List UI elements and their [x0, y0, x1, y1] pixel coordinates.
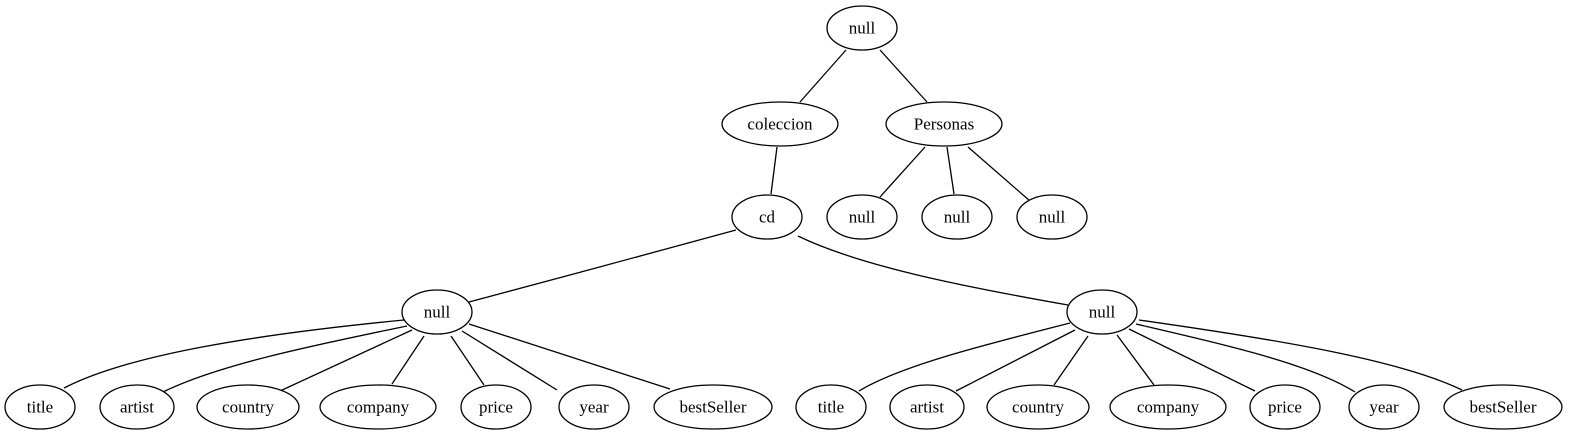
nodes: null coleccion Personas cd null null nul…: [4, 5, 1563, 430]
edge-null-right-country: [1053, 335, 1089, 386]
node-label: null: [1089, 303, 1116, 322]
node-left-title: title: [4, 384, 76, 430]
node-label: null: [849, 208, 876, 227]
node-label: coleccion: [747, 115, 813, 134]
node-personas-null-2: null: [921, 194, 993, 240]
node-left-country: country: [196, 384, 300, 430]
edge-root-coleccion: [799, 49, 847, 103]
node-label: company: [1137, 398, 1200, 417]
node-label: price: [479, 398, 513, 417]
node-label: null: [849, 19, 876, 38]
node-cd-null-left: null: [401, 289, 473, 335]
edge-coleccion-cd: [770, 146, 778, 195]
node-left-artist: artist: [99, 384, 175, 430]
node-left-company: company: [319, 384, 437, 430]
node-cd-null-right: null: [1066, 289, 1138, 335]
node-label: price: [1268, 398, 1302, 417]
node-label: company: [347, 398, 410, 417]
edge-null-right-company: [1116, 334, 1155, 386]
edges: [63, 49, 1463, 393]
node-label: artist: [120, 398, 154, 417]
edge-null-right-title: [858, 322, 1071, 392]
node-personas: Personas: [885, 101, 1003, 147]
edge-null-left-price: [450, 335, 485, 386]
node-root: null: [826, 5, 898, 51]
node-right-artist: artist: [889, 384, 965, 430]
node-right-bestseller: bestSeller: [1443, 384, 1563, 430]
node-label: year: [579, 398, 609, 417]
node-right-company: company: [1109, 384, 1227, 430]
edge-null-left-country: [279, 329, 413, 392]
edge-null-left-company: [391, 335, 425, 385]
node-left-bestseller: bestSeller: [653, 384, 773, 430]
edge-null-right-year: [1135, 323, 1356, 393]
edge-null-right-price: [1128, 328, 1256, 392]
node-left-price: price: [460, 384, 532, 430]
edge-personas-null-1: [879, 146, 926, 198]
node-label: null: [1039, 208, 1066, 227]
edge-personas-null-3: [967, 146, 1031, 202]
edge-null-right-bestseller: [1138, 319, 1463, 391]
node-label: country: [222, 398, 274, 417]
node-label: year: [1369, 398, 1399, 417]
node-label: country: [1012, 398, 1064, 417]
edge-cd-null-left: [468, 229, 737, 303]
edge-personas-null-2: [946, 146, 955, 195]
node-label: null: [424, 303, 451, 322]
node-personas-null-3: null: [1016, 194, 1088, 240]
node-label: bestSeller: [679, 398, 746, 417]
node-label: null: [944, 208, 971, 227]
node-label: bestSeller: [1469, 398, 1536, 417]
edge-null-right-artist: [955, 329, 1076, 392]
node-right-price: price: [1249, 384, 1321, 430]
node-right-year: year: [1348, 384, 1420, 430]
node-cd: cd: [731, 194, 803, 240]
edge-null-left-artist: [162, 325, 408, 393]
node-right-title: title: [795, 384, 867, 430]
node-label: artist: [910, 398, 944, 417]
node-coleccion: coleccion: [721, 101, 839, 147]
node-left-year: year: [558, 384, 630, 430]
edge-root-personas: [879, 49, 928, 103]
edge-null-left-bestseller: [468, 323, 671, 390]
node-label: cd: [759, 208, 776, 227]
edge-cd-null-right: [797, 235, 1069, 306]
node-right-country: country: [986, 384, 1090, 430]
edge-null-left-title: [63, 319, 405, 389]
edge-null-left-year: [461, 330, 558, 391]
node-label: title: [818, 398, 844, 417]
node-personas-null-1: null: [826, 194, 898, 240]
node-label: Personas: [914, 115, 974, 134]
node-label: title: [27, 398, 53, 417]
